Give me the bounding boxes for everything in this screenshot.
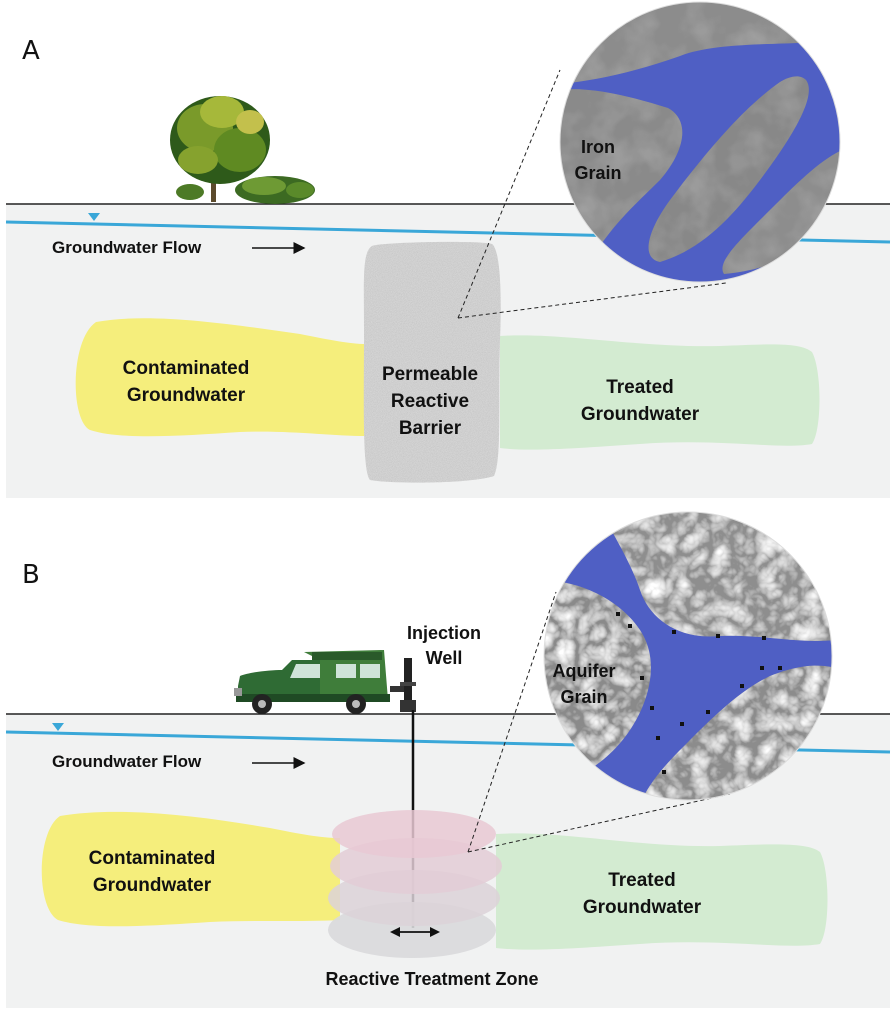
aquifer-grain-label-line2: Grain (560, 687, 607, 707)
panel-a: A Groundwater Flow Contaminated Groundwa… (5, 1, 891, 498)
grain-coating-dots (616, 612, 782, 774)
panel-letter-a: A (22, 36, 40, 66)
treatment-zone-label: Reactive Treatment Zone (325, 969, 538, 989)
barrier-label-line3: Barrier (399, 418, 462, 439)
treated-label-a-line1: Treated (606, 377, 674, 398)
flow-label-a: Groundwater Flow (52, 238, 202, 257)
zoom-line-a-lower (457, 282, 727, 319)
reactive-treatment-zone (328, 810, 502, 958)
contaminated-plume-a (75, 318, 366, 437)
spread-arrow-right-head (430, 927, 440, 937)
flow-label-b: Groundwater Flow (52, 752, 202, 771)
barrier-label-line1: Permeable (382, 364, 478, 385)
contaminated-label-a-line1: Contaminated (123, 358, 250, 379)
treated-plume-a (500, 335, 820, 450)
treated-plume-b (496, 833, 828, 950)
inset-circle-b-outline (543, 511, 833, 801)
injection-label-line2: Well (426, 648, 463, 668)
zoom-line-b-lower (467, 793, 731, 853)
contaminated-label-a-line2: Groundwater (127, 385, 246, 406)
injection-label-line1: Injection (407, 623, 481, 643)
iron-grain-label-line2: Grain (574, 163, 621, 183)
barrier-label-line2: Reactive (391, 391, 469, 412)
contaminated-label-b-line1: Contaminated (89, 848, 216, 869)
reactive-barrier (363, 241, 501, 483)
panel-letter-b: B (22, 560, 40, 590)
injection-rig (400, 658, 416, 712)
iron-grain-label-line1: Iron (581, 137, 615, 157)
truck-illustration (234, 650, 408, 714)
panel-b: B Injection Well Groundwater Flow (5, 511, 891, 1008)
zoom-line-a-upper (457, 69, 561, 319)
treated-label-b-line2: Groundwater (583, 897, 702, 918)
contaminated-plume-b (41, 811, 340, 927)
water-table-marker-a (88, 213, 100, 221)
treated-label-b-line1: Treated (608, 870, 676, 891)
water-table-marker-b (52, 723, 64, 731)
inset-circle-a-outline (559, 1, 841, 283)
zoom-line-b-upper (467, 591, 557, 853)
aquifer-grain-label-line1: Aquifer (553, 661, 616, 681)
contaminated-label-b-line2: Groundwater (93, 875, 212, 896)
spread-arrow-left-head (390, 927, 400, 937)
treated-label-a-line2: Groundwater (581, 404, 700, 425)
shrub-illustration (170, 96, 315, 204)
